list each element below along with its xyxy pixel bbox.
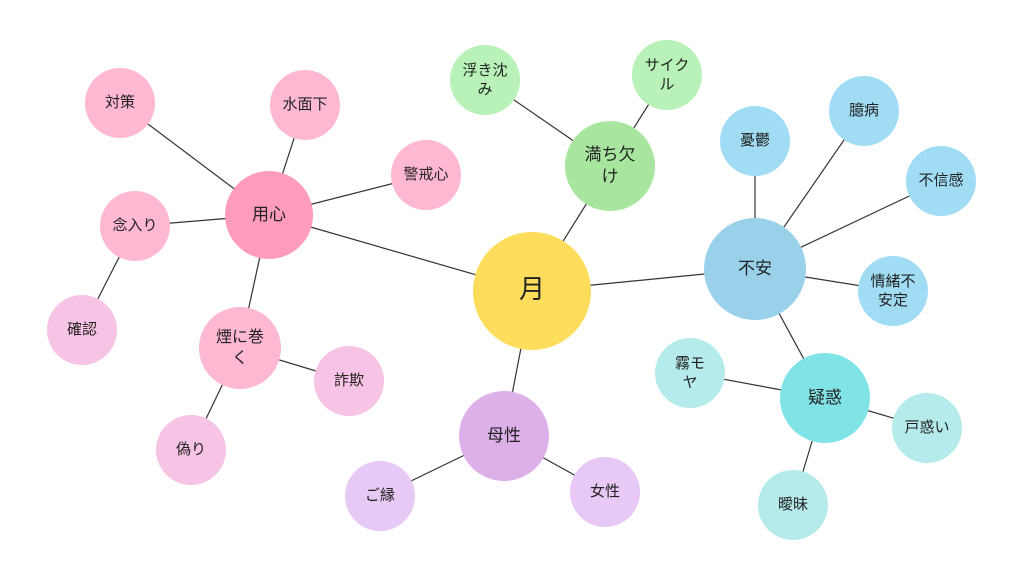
node-label: 用心 [252, 204, 286, 225]
node-measure[interactable]: 対策 [85, 68, 155, 138]
node-label: 不安 [738, 258, 772, 279]
node-fog[interactable]: 霧モヤ [655, 338, 725, 408]
node-gloom[interactable]: 憂鬱 [720, 106, 790, 176]
node-label: 念入り [112, 216, 158, 235]
node-label: 偽り [175, 440, 206, 459]
node-label: 霧モヤ [674, 353, 705, 392]
node-waxwane[interactable]: 満ち欠け [565, 121, 655, 211]
node-label: 対策 [104, 93, 135, 112]
node-label: 水面下 [282, 95, 328, 114]
node-caution[interactable]: 用心 [225, 171, 313, 259]
node-label: 臆病 [848, 101, 879, 120]
node-cycle[interactable]: サイクル [632, 40, 702, 110]
node-unstable[interactable]: 情緒不安定 [858, 256, 928, 326]
node-smoke[interactable]: 煙に巻く [199, 307, 281, 389]
node-vigilance[interactable]: 警戒心 [391, 140, 461, 210]
node-doubt[interactable]: 疑惑 [780, 353, 870, 443]
node-ups[interactable]: 浮き沈み [450, 45, 520, 115]
node-false[interactable]: 偽り [156, 415, 226, 485]
node-label: 満ち欠け [584, 144, 636, 187]
node-label: 疑惑 [808, 387, 842, 408]
node-label: 煙に巻く [215, 327, 264, 367]
node-careful[interactable]: 念入り [100, 191, 170, 261]
node-label: 月 [518, 275, 545, 306]
node-label: 警戒心 [403, 165, 449, 184]
node-label: 戸惑い [904, 418, 950, 437]
node-fraud[interactable]: 詐欺 [314, 346, 384, 416]
node-fate[interactable]: ご縁 [345, 461, 415, 531]
node-coward[interactable]: 臆病 [829, 76, 899, 146]
node-underwater[interactable]: 水面下 [270, 70, 340, 140]
node-label: 曖昧 [777, 495, 808, 514]
node-anxiety[interactable]: 不安 [704, 218, 806, 320]
node-label: 女性 [589, 482, 620, 501]
node-distrust[interactable]: 不信感 [906, 146, 976, 216]
node-label: 詐欺 [333, 371, 364, 390]
node-mother[interactable]: 母性 [459, 391, 549, 481]
node-moon[interactable]: 月 [473, 232, 591, 350]
node-label: 母性 [487, 425, 521, 446]
node-confirm[interactable]: 確認 [47, 295, 117, 365]
node-label: 確認 [66, 320, 97, 339]
node-label: 浮き沈み [462, 60, 508, 99]
node-label: サイクル [644, 55, 690, 94]
node-confusion[interactable]: 戸惑い [892, 393, 962, 463]
node-vague[interactable]: 曖昧 [758, 470, 828, 540]
node-label: 不信感 [918, 171, 964, 190]
node-label: 情緒不安定 [870, 271, 916, 310]
node-label: ご縁 [364, 486, 395, 505]
node-woman[interactable]: 女性 [570, 457, 640, 527]
node-label: 憂鬱 [739, 131, 770, 150]
